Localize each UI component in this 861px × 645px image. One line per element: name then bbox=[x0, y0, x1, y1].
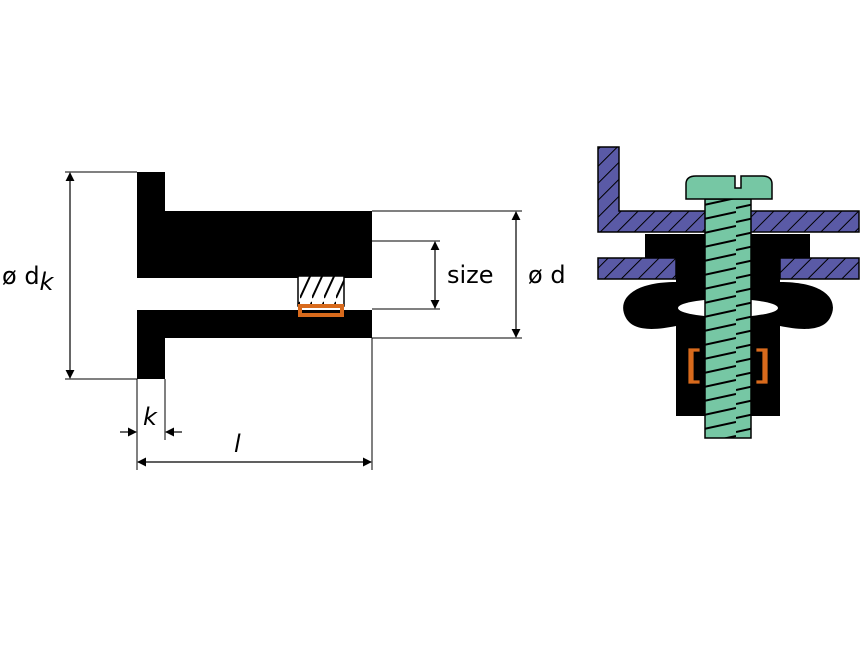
dimension-length: l bbox=[137, 338, 373, 470]
head-diameter-label: ø d bbox=[2, 262, 40, 290]
screw-head bbox=[685, 175, 773, 200]
dimension-body-diameter: ø d bbox=[372, 210, 566, 339]
screw-shank bbox=[704, 198, 752, 439]
installed-insert-left bbox=[687, 347, 701, 385]
dimension-head-height: k bbox=[120, 379, 182, 470]
rivet-body bbox=[160, 211, 372, 338]
internal-thread bbox=[297, 275, 345, 307]
svg-text:ø dk: ø dk bbox=[2, 262, 55, 296]
lower-plate-left bbox=[597, 257, 677, 280]
installed-assembly bbox=[597, 146, 860, 439]
head-diameter-subscript: k bbox=[40, 268, 55, 296]
length-label: l bbox=[234, 430, 241, 458]
lower-plate-right bbox=[779, 257, 860, 280]
body-diameter-label: ø d bbox=[528, 261, 566, 289]
insert-orange bbox=[298, 304, 344, 317]
installed-insert-right bbox=[755, 347, 769, 385]
rivet-nut-section bbox=[137, 172, 372, 379]
size-label: size bbox=[447, 261, 494, 289]
dimension-head-diameter: ø dk bbox=[2, 171, 137, 380]
head-height-label: k bbox=[143, 403, 158, 431]
dimension-size: size bbox=[372, 240, 494, 310]
